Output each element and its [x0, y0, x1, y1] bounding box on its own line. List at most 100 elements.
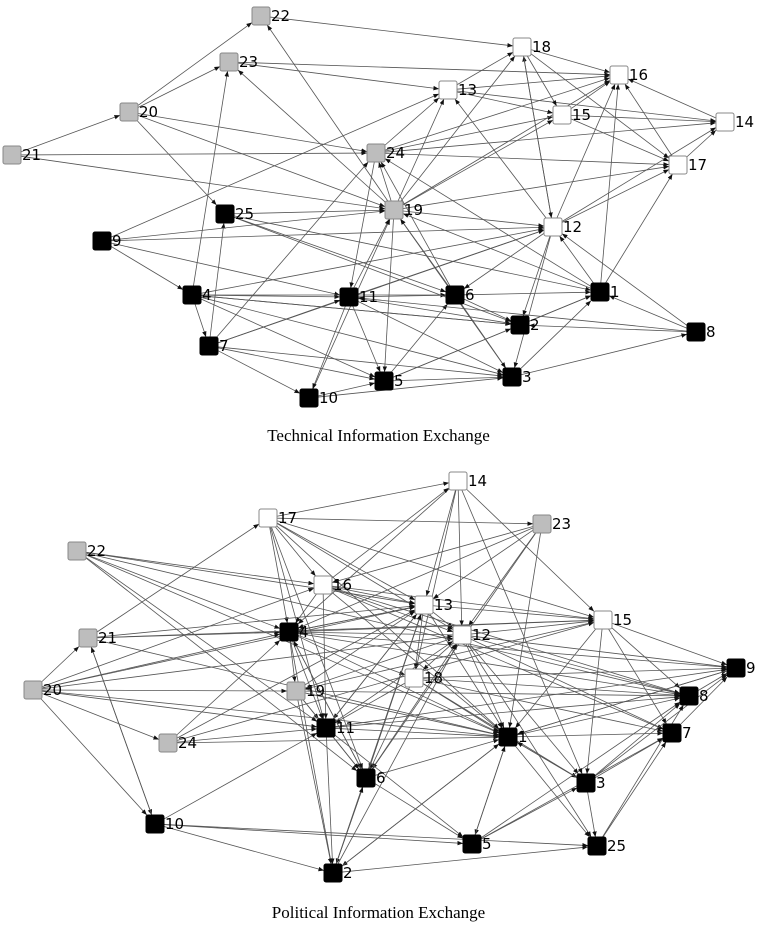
node-label: 7	[682, 724, 692, 742]
node-14[interactable]: 14	[715, 112, 754, 132]
political-caption: Political Information Exchange	[271, 903, 486, 922]
node-22[interactable]: 22	[251, 6, 290, 26]
edge-11-1	[334, 728, 500, 739]
edge-19-24	[378, 161, 392, 202]
node-17[interactable]: 17	[258, 508, 297, 528]
node-label: 23	[552, 515, 571, 533]
node-7[interactable]: 7	[662, 723, 692, 743]
edge-9-4	[110, 246, 184, 290]
node-24[interactable]: 24	[366, 143, 405, 163]
node-7[interactable]: 7	[199, 336, 229, 356]
node-square	[384, 200, 404, 220]
edge-19-17	[402, 165, 670, 209]
node-square	[119, 102, 139, 122]
node-15[interactable]: 15	[593, 610, 632, 630]
node-17[interactable]: 17	[668, 155, 707, 175]
node-10[interactable]: 10	[145, 814, 184, 834]
node-21[interactable]: 21	[2, 145, 41, 165]
node-11[interactable]: 11	[316, 718, 355, 738]
node-8[interactable]: 8	[686, 322, 716, 342]
node-square	[199, 336, 219, 356]
node-4[interactable]: 4	[279, 622, 309, 642]
edge-15-1	[514, 628, 597, 729]
node-label: 13	[458, 81, 477, 99]
node-5[interactable]: 5	[462, 834, 492, 854]
edge-6-2	[463, 298, 512, 322]
node-label: 10	[319, 389, 338, 407]
node-3[interactable]: 3	[502, 367, 532, 387]
node-1[interactable]: 1	[498, 727, 528, 747]
node-3[interactable]: 3	[576, 773, 606, 793]
node-18[interactable]: 18	[404, 668, 443, 688]
node-square	[552, 105, 572, 125]
node-square	[182, 285, 202, 305]
node-12[interactable]: 12	[452, 625, 491, 645]
node-10[interactable]: 10	[299, 388, 338, 408]
node-9[interactable]: 9	[726, 658, 756, 678]
node-13[interactable]: 13	[438, 80, 477, 100]
edge-1-19	[402, 213, 592, 289]
node-4[interactable]: 4	[182, 285, 212, 305]
node-8[interactable]: 8	[679, 686, 709, 706]
edge-2-25	[341, 845, 589, 873]
edge-6-3	[460, 303, 507, 369]
node-19[interactable]: 19	[384, 200, 423, 220]
edge-4-7	[194, 303, 207, 338]
node-25[interactable]: 25	[215, 204, 254, 224]
node-16[interactable]: 16	[313, 575, 352, 595]
edge-18-11	[334, 682, 406, 724]
edge-1-25	[515, 745, 590, 838]
node-23[interactable]: 23	[532, 514, 571, 534]
node-label: 7	[219, 337, 229, 355]
edge-12-6	[463, 232, 545, 290]
edge-17-15	[276, 520, 595, 618]
edge-21-24	[20, 150, 368, 156]
node-5[interactable]: 5	[374, 371, 404, 391]
node-21[interactable]: 21	[78, 628, 117, 648]
node-square	[323, 863, 343, 883]
edge-4-8	[297, 633, 681, 696]
edge-15-14	[570, 114, 717, 124]
node-22[interactable]: 22	[67, 541, 106, 561]
node-2[interactable]: 2	[510, 315, 540, 335]
node-25[interactable]: 25	[587, 836, 626, 856]
node-13[interactable]: 13	[414, 595, 453, 615]
edge-12-2	[522, 235, 551, 317]
node-20[interactable]: 20	[23, 680, 62, 700]
node-2[interactable]: 2	[323, 863, 353, 883]
node-1[interactable]: 1	[590, 282, 620, 302]
edge-9-1	[516, 670, 728, 735]
node-19[interactable]: 19	[286, 681, 325, 701]
node-18[interactable]: 18	[512, 37, 551, 57]
node-square	[462, 834, 482, 854]
edge-18-12	[523, 55, 553, 219]
node-label: 23	[239, 53, 258, 71]
node-16[interactable]: 16	[609, 65, 648, 85]
edge-3-1	[516, 741, 578, 779]
node-label: 24	[178, 734, 197, 752]
node-24[interactable]: 24	[158, 733, 197, 753]
node-6[interactable]: 6	[356, 768, 386, 788]
node-square	[668, 155, 688, 175]
node-6[interactable]: 6	[445, 285, 475, 305]
node-12[interactable]: 12	[543, 217, 582, 237]
edge-13-1	[429, 613, 503, 729]
edge-5-2	[392, 328, 512, 378]
node-14[interactable]: 14	[448, 471, 487, 491]
node-20[interactable]: 20	[119, 102, 158, 122]
edge-17-23	[276, 517, 534, 526]
node-23[interactable]: 23	[219, 52, 258, 72]
node-square	[339, 287, 359, 307]
edge-22-16	[85, 551, 315, 586]
technical-network: 1234567891011121314151617181920212223242…	[2, 6, 754, 408]
edge-14-3	[461, 489, 583, 775]
edge-8-1	[608, 295, 688, 329]
edge-23-4	[297, 527, 534, 629]
edge-13-16	[456, 74, 611, 90]
node-15[interactable]: 15	[552, 105, 591, 125]
node-square	[299, 388, 319, 408]
edge-15-9	[611, 622, 728, 666]
node-9[interactable]: 9	[92, 231, 122, 251]
node-11[interactable]: 11	[339, 287, 378, 307]
edge-7-9	[680, 676, 728, 725]
